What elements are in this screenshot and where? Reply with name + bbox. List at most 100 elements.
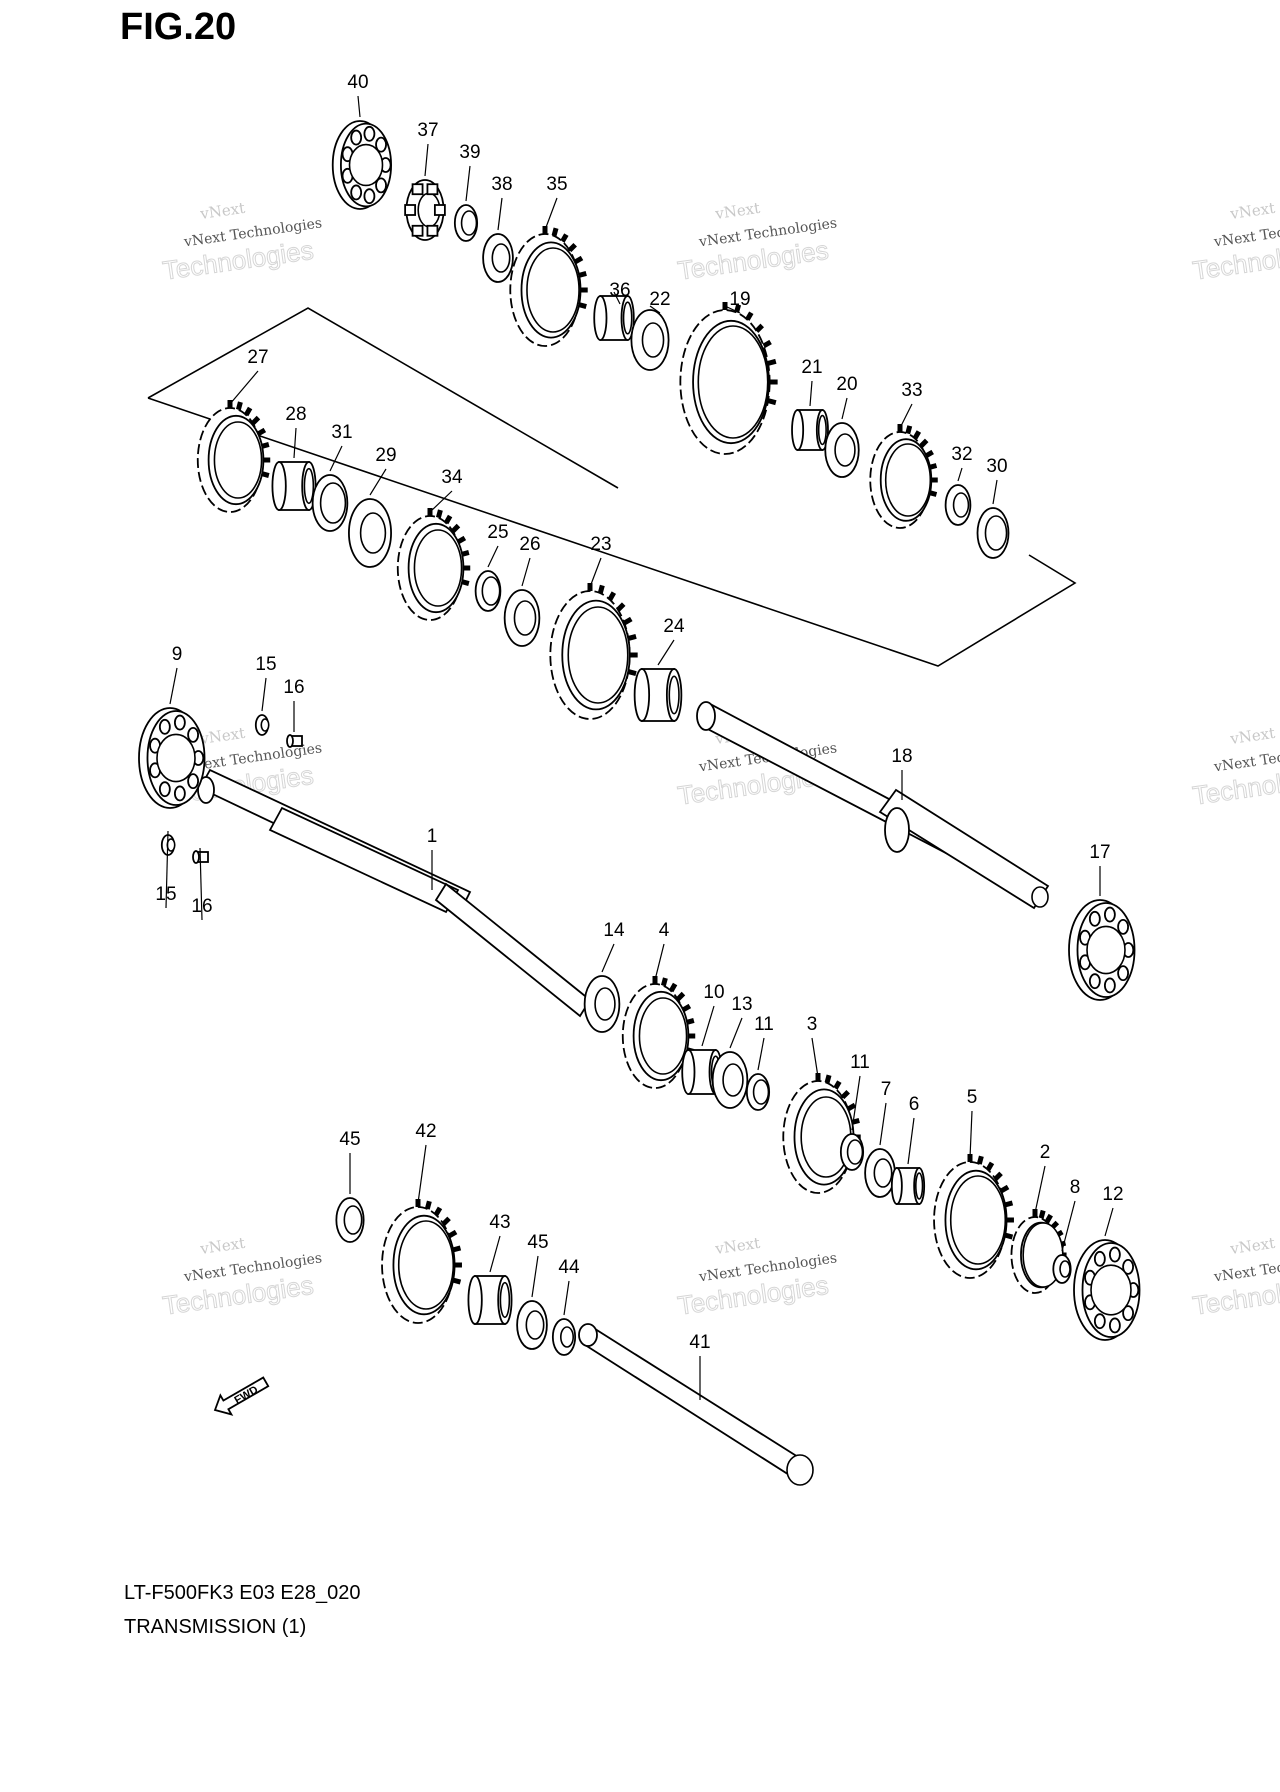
leader-line <box>809 380 813 407</box>
leader-line <box>165 830 169 909</box>
leader-line <box>841 397 848 420</box>
callout-36: 36 <box>609 280 630 301</box>
part-16-bolt <box>192 850 209 864</box>
callout-4: 4 <box>659 920 670 941</box>
watermark: Technologies vNext vNext Technologies <box>1190 199 1280 286</box>
part-43-bushing <box>467 1275 513 1325</box>
callout-35: 35 <box>546 174 567 195</box>
part-44-circlip <box>551 1318 577 1356</box>
part-3-gear <box>782 1073 861 1194</box>
watermark-text: vNext <box>1228 724 1276 748</box>
callout-21: 21 <box>801 357 822 378</box>
fwd-label: FWD <box>233 1384 261 1407</box>
leader-line <box>657 639 675 666</box>
part-24-bushing <box>633 668 683 722</box>
part-5-gear <box>933 1154 1014 1279</box>
callout-45: 45 <box>527 1232 548 1253</box>
callout-17: 17 <box>1089 842 1110 863</box>
part-6-bushing <box>890 1167 926 1205</box>
callout-24: 24 <box>663 616 685 637</box>
callout-13: 13 <box>731 994 752 1015</box>
part-7-washer <box>864 1148 896 1198</box>
part-21-bushing <box>791 409 829 451</box>
shaft-1 <box>197 768 592 1018</box>
leader-line <box>487 545 499 568</box>
part-45-washer <box>335 1197 365 1243</box>
leader-line <box>811 1037 819 1078</box>
leader-line <box>701 1005 715 1047</box>
watermark-text: vNext <box>713 199 761 223</box>
part-13-washer <box>711 1051 749 1109</box>
callout-34: 34 <box>441 467 463 488</box>
leader-line <box>654 943 665 981</box>
leader-line <box>544 197 558 231</box>
callout-8: 8 <box>1070 1177 1081 1198</box>
callout-6: 6 <box>909 1094 920 1115</box>
callout-7: 7 <box>881 1079 892 1100</box>
callout-28: 28 <box>285 404 306 425</box>
part-31-washer <box>311 474 349 532</box>
leader-line <box>601 943 615 973</box>
callout-26: 26 <box>519 534 540 555</box>
callout-3: 3 <box>807 1014 818 1035</box>
part-33-gear <box>869 424 938 529</box>
leader-line <box>521 557 531 587</box>
callout-16: 16 <box>283 677 304 698</box>
callout-1: 1 <box>427 826 438 847</box>
part-11-circlip <box>839 1133 865 1171</box>
model-code: LT-F500FK3 E03 E28_020 <box>124 1582 361 1604</box>
watermark: Technologies vNext vNext Technologies <box>160 1234 323 1321</box>
part-25-circlip <box>474 570 502 612</box>
callout-43: 43 <box>489 1212 510 1233</box>
part-8-washer <box>1052 1254 1072 1284</box>
leader-line <box>465 165 471 202</box>
callout-16: 16 <box>191 896 212 917</box>
callout-29: 29 <box>375 445 396 466</box>
leader-line <box>729 1017 743 1049</box>
watermark: Technologies vNext vNext Technologies <box>1190 724 1280 811</box>
callout-37: 37 <box>417 120 438 141</box>
part-30-washer <box>976 507 1010 559</box>
part-36-bushing <box>593 295 635 341</box>
part-35-gear <box>509 226 588 347</box>
callout-15: 15 <box>255 654 276 675</box>
callout-39: 39 <box>459 142 480 163</box>
callout-27: 27 <box>247 347 268 368</box>
watermark: Technologies vNext vNext Technologies <box>675 199 838 286</box>
part-15-washer <box>254 714 270 736</box>
leader-line <box>424 143 429 177</box>
part-34-gear <box>396 508 471 621</box>
leader-line <box>229 370 259 405</box>
part-12-bearing <box>1073 1239 1141 1341</box>
part-28-bushing <box>271 461 317 511</box>
leader-line <box>489 1235 501 1273</box>
leader-line <box>169 667 178 705</box>
callout-14: 14 <box>603 920 625 941</box>
leader-line <box>969 1110 973 1159</box>
callout-11: 11 <box>850 1052 870 1073</box>
callout-20: 20 <box>836 374 857 395</box>
callout-5: 5 <box>967 1087 978 1108</box>
leader-line <box>879 1102 887 1146</box>
callout-33: 33 <box>901 380 922 401</box>
leader-line <box>649 305 661 314</box>
parts-layer <box>138 120 1141 1356</box>
shaft-18 <box>696 701 1050 910</box>
callout-45: 45 <box>339 1129 360 1150</box>
leader-line <box>497 197 503 231</box>
leader-line <box>293 427 297 459</box>
watermark-text: vNext <box>1228 1234 1276 1258</box>
leader-line <box>531 1255 539 1298</box>
group-bracket <box>147 307 619 489</box>
leader-line <box>329 445 343 472</box>
watermark-text: vNext <box>198 1234 246 1258</box>
callout-12: 12 <box>1102 1184 1123 1205</box>
leader-line <box>899 403 913 429</box>
leaders-layer <box>165 95 1114 1400</box>
part-26-washer <box>503 589 541 647</box>
part-11-circlip <box>745 1073 771 1111</box>
leader-line <box>1034 1165 1046 1214</box>
fwd-arrow-icon: FWD <box>213 1376 270 1416</box>
leader-line <box>563 1280 570 1316</box>
